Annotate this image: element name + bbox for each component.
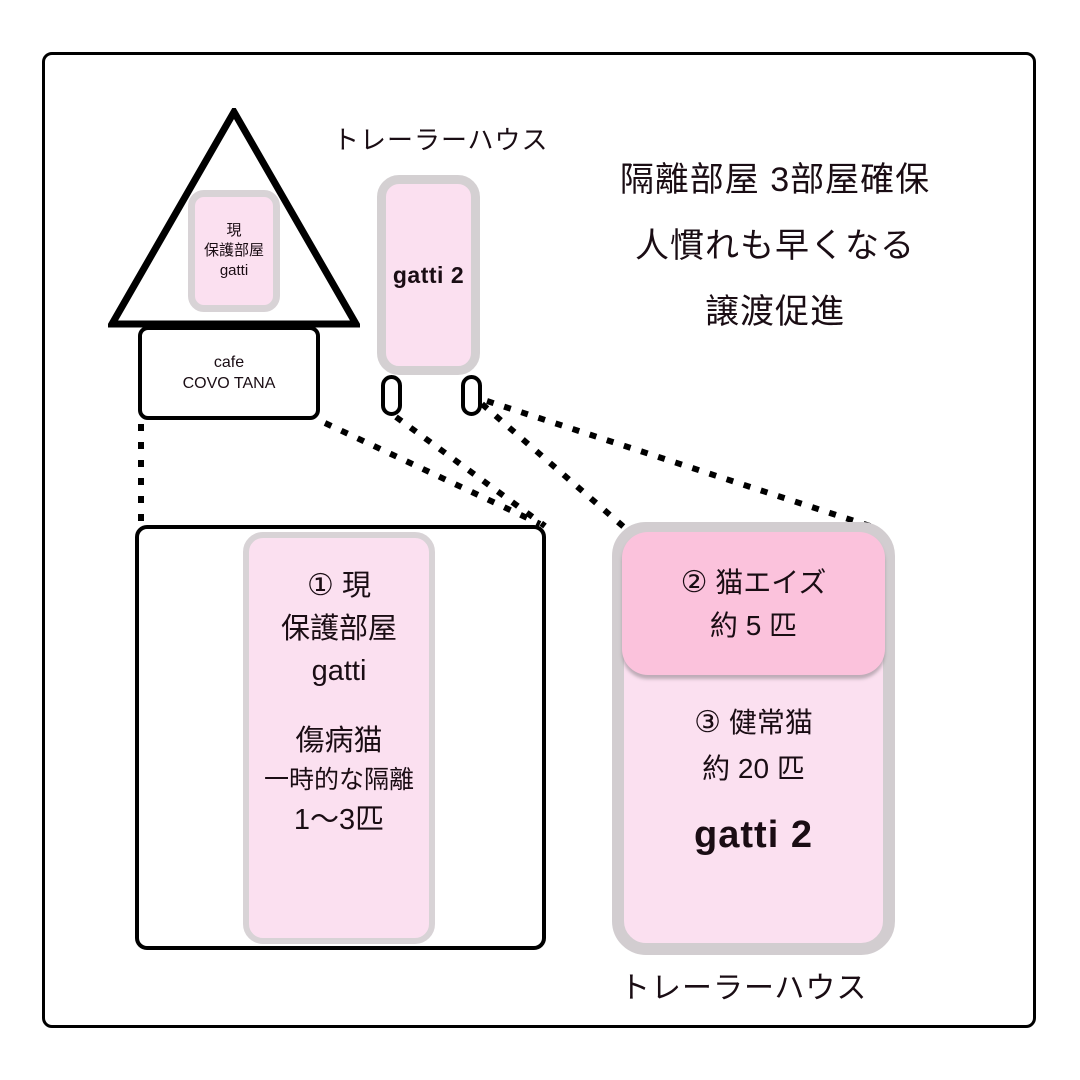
room-three-panel: ③ 健常猫 約 20 匹 gatti 2 — [622, 700, 885, 857]
room-three-marker: ③ — [694, 706, 722, 739]
cafe-line1: cafe — [213, 353, 245, 371]
room-one-line3: gatti — [311, 654, 367, 687]
room-two-heading: ② 猫エイズ — [681, 560, 827, 605]
headline-line-2: 人慣れも早くなる — [635, 227, 915, 265]
room-one-title: 現 — [341, 570, 371, 602]
house-shelter-room: 現 保護部屋 gatti — [188, 190, 280, 312]
room-one-line4: 傷病猫 — [295, 724, 383, 757]
room-one-line6: 1〜3匹 — [293, 804, 385, 837]
room-three-count: 約 20 匹 — [702, 752, 805, 784]
house-room-line1: 現 — [226, 222, 242, 240]
trailer-wheel-right-icon — [461, 375, 482, 416]
headline-line-3: 譲渡促進 — [705, 293, 845, 331]
room-three-brand: gatti 2 — [694, 813, 813, 856]
room-one-line2: 保護部屋 — [280, 612, 397, 645]
room-three-title: 健常猫 — [728, 707, 813, 738]
room-one-heading: ① 現 — [307, 564, 371, 608]
house-room-line3: gatti — [219, 261, 249, 279]
outer-frame — [42, 52, 1036, 1028]
headline-line-1: 隔離部屋 3部屋確保 — [619, 161, 931, 199]
trailer-label-bottom: トレーラーハウス — [620, 972, 868, 1005]
room-two-marker: ② — [680, 566, 708, 599]
house-room-line2: 保護部屋 — [203, 242, 264, 260]
trailer-wheel-left-icon — [381, 375, 402, 416]
room-two-title: 猫エイズ — [715, 567, 827, 598]
mini-trailer-label: gatti 2 — [392, 261, 465, 288]
headline-block: 隔離部屋 3部屋確保 人慣れも早くなる 譲渡促進 — [560, 163, 990, 329]
house-triangle-icon — [108, 108, 360, 328]
room-one-line5: 一時的な隔離 — [263, 765, 414, 794]
room-two-panel: ② 猫エイズ 約 5 匹 — [622, 532, 885, 675]
mini-trailer: gatti 2 — [377, 175, 480, 375]
trailer-label-top: トレーラーハウス — [333, 125, 549, 155]
room-one-marker: ① — [307, 569, 334, 602]
room-one-card: ① 現 保護部屋 gatti 傷病猫 一時的な隔離 1〜3匹 — [243, 532, 435, 944]
room-two-count: 約 5 匹 — [709, 610, 798, 641]
cafe-box: cafe COVO TANA — [138, 326, 320, 420]
room-three-heading: ③ 健常猫 — [622, 700, 885, 747]
cafe-line2: COVO TANA — [182, 375, 276, 392]
